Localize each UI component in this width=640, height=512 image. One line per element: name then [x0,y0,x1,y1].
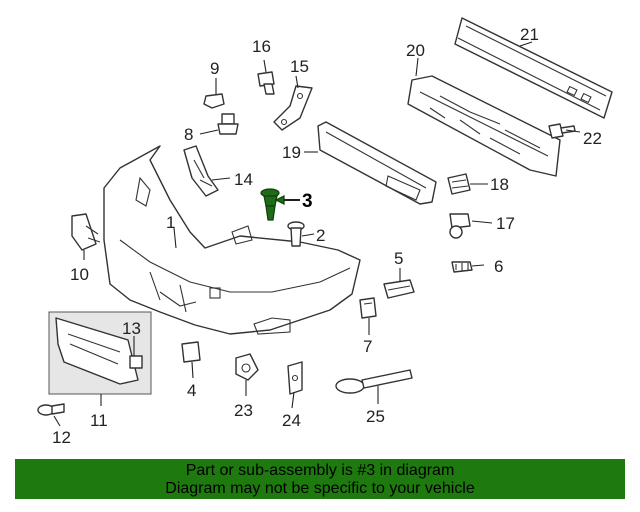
part-14-retainer[interactable] [183,145,219,197]
callout-10: 10 [70,265,89,284]
banner-line-1: Part or sub-assembly is #3 in diagram [185,462,455,479]
leader-lines [53,41,581,427]
callout-1: 1 [166,213,175,232]
callout-6: 6 [494,257,503,276]
callout-20: 20 [406,41,425,60]
part-4-cap[interactable] [181,341,201,363]
callout-15: 15 [290,57,309,76]
part-11-license-bracket[interactable] [48,311,152,395]
part-13-nut[interactable] [129,355,143,369]
callout-25: 25 [366,407,385,426]
part-10-side-bracket[interactable] [71,213,101,251]
part-1-bumper-cover[interactable] [103,145,361,335]
part-16-bolt[interactable] [257,71,275,95]
callout-4: 4 [187,381,196,400]
callout-11: 11 [90,411,108,430]
callout-22: 22 [583,129,602,148]
callout-labels: 21 20 22 19 18 17 6 5 7 9 16 15 8 14 1 3… [52,25,602,447]
callout-2: 2 [316,226,325,245]
part-17-socket[interactable] [449,213,471,239]
callout-7: 7 [363,337,372,356]
callout-21: 21 [520,25,539,44]
callout-14: 14 [234,170,253,189]
part-9-clip[interactable] [203,93,225,109]
part-24-bracket[interactable] [287,361,303,395]
part-6-clip[interactable] [451,261,473,273]
part-3-fastener-highlighted[interactable] [260,188,280,221]
part-2-fastener[interactable] [287,221,305,247]
callout-17: 17 [496,214,515,233]
callout-5: 5 [394,249,403,268]
callout-24: 24 [282,411,301,430]
part-7-bracket[interactable] [359,297,377,319]
callout-16: 16 [252,37,271,56]
callout-19: 19 [282,143,301,162]
callout-9: 9 [210,59,219,78]
part-22-bolt[interactable] [548,123,576,139]
banner-line-2: Diagram may not be specific to your vehi… [165,480,475,497]
callout-13: 13 [122,319,141,338]
part-19-grille[interactable] [317,121,437,205]
part-25-tow-hook[interactable] [335,369,413,394]
callout-3: 3 [302,191,313,212]
part-20-absorber[interactable] [407,75,561,177]
part-23-sensor[interactable] [235,353,259,381]
part-8-pin[interactable] [217,113,239,135]
part-21-reinforcement[interactable] [454,17,613,119]
callout-23: 23 [234,401,253,420]
part-12-screw[interactable] [37,403,65,416]
part-15-bracket[interactable] [273,85,313,131]
info-banner: Part or sub-assembly is #3 in diagram Di… [15,459,625,499]
callout-18: 18 [490,175,509,194]
callout-8: 8 [184,125,193,144]
part-5-retainer[interactable] [383,279,415,299]
callout-12: 12 [52,428,71,447]
part-18-clip[interactable] [447,173,471,195]
